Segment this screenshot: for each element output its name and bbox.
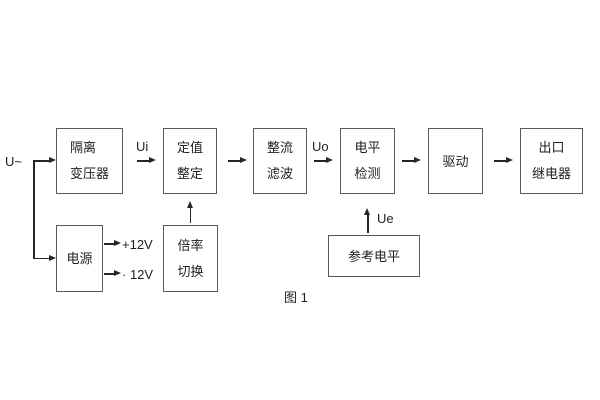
block-label: 倍率 <box>177 237 204 253</box>
arrow-isolation-to-setting <box>137 157 156 163</box>
block-label: 电平 <box>354 140 381 155</box>
block-label: 参考电平 <box>347 248 400 264</box>
label-input-voltage: U~ <box>5 154 22 169</box>
input-branch-vertical-line <box>33 160 35 259</box>
block-level-detection: 电平 检测 <box>340 128 395 194</box>
block-output-relay: 出口 继电器 <box>520 128 583 194</box>
block-label: 隔离 <box>69 140 96 155</box>
block-label: 定值 <box>176 140 203 155</box>
arrow-reference-level-to-level-detection <box>364 208 370 233</box>
block-label: 整定 <box>176 166 203 181</box>
label-ui: Ui <box>136 139 149 154</box>
block-isolation-transformer: 隔离 变压器 <box>56 128 123 194</box>
arrow-input-to-isolation-transformer <box>33 157 56 163</box>
arrow-level-detection-to-drive <box>402 157 421 163</box>
block-ratio-switching: 倍率 切换 <box>163 225 218 292</box>
block-label: 整流 <box>266 140 293 155</box>
arrow-power-rail-positive <box>104 240 121 246</box>
block-rectifier-filter-text: 整流 滤波 <box>267 135 293 187</box>
block-label: 继电器 <box>531 166 571 181</box>
block-drive: 驱动 <box>428 128 483 194</box>
block-label: 出口 <box>538 140 565 155</box>
block-rectifier-filter: 整流 滤波 <box>253 128 307 194</box>
block-power-supply: 电源 <box>56 225 103 292</box>
block-level-detection-text: 电平 检测 <box>354 135 380 187</box>
block-label: 变压器 <box>69 166 109 181</box>
block-ratio-switching-text: 倍率 切换 <box>177 233 203 285</box>
label-uo: Uo <box>312 139 329 154</box>
label-ue: Ue <box>377 211 394 226</box>
label-rail-negative: · 12V <box>122 267 154 282</box>
block-value-setting: 定值 整定 <box>163 128 217 194</box>
block-label: 检测 <box>354 166 381 181</box>
block-value-setting-text: 定值 整定 <box>177 135 203 187</box>
arrow-ratio-switching-to-value-setting <box>187 201 192 223</box>
block-output-relay-text: 出口 继电器 <box>532 135 571 187</box>
block-power-supply-text: 电源 <box>66 251 92 266</box>
block-label: 电源 <box>66 251 93 266</box>
block-drive-text: 驱动 <box>442 154 468 169</box>
block-reference-level: 参考电平 <box>328 235 420 277</box>
arrow-drive-to-output-relay <box>494 157 513 163</box>
block-reference-level-text: 参考电平 <box>348 249 400 264</box>
label-rail-positive: +12V <box>122 237 153 252</box>
block-isolation-transformer-text: 隔离 变压器 <box>70 135 109 187</box>
arrow-rectifier-to-level-detection <box>314 157 333 163</box>
arrow-power-rail-negative <box>104 270 121 276</box>
block-label: 驱动 <box>442 153 469 169</box>
figure-caption: 图 1 <box>284 290 308 305</box>
arrow-setting-to-rectifier <box>228 157 247 163</box>
arrow-input-to-power-supply <box>33 255 56 260</box>
block-label: 滤波 <box>266 166 293 181</box>
block-label: 切换 <box>177 263 204 279</box>
